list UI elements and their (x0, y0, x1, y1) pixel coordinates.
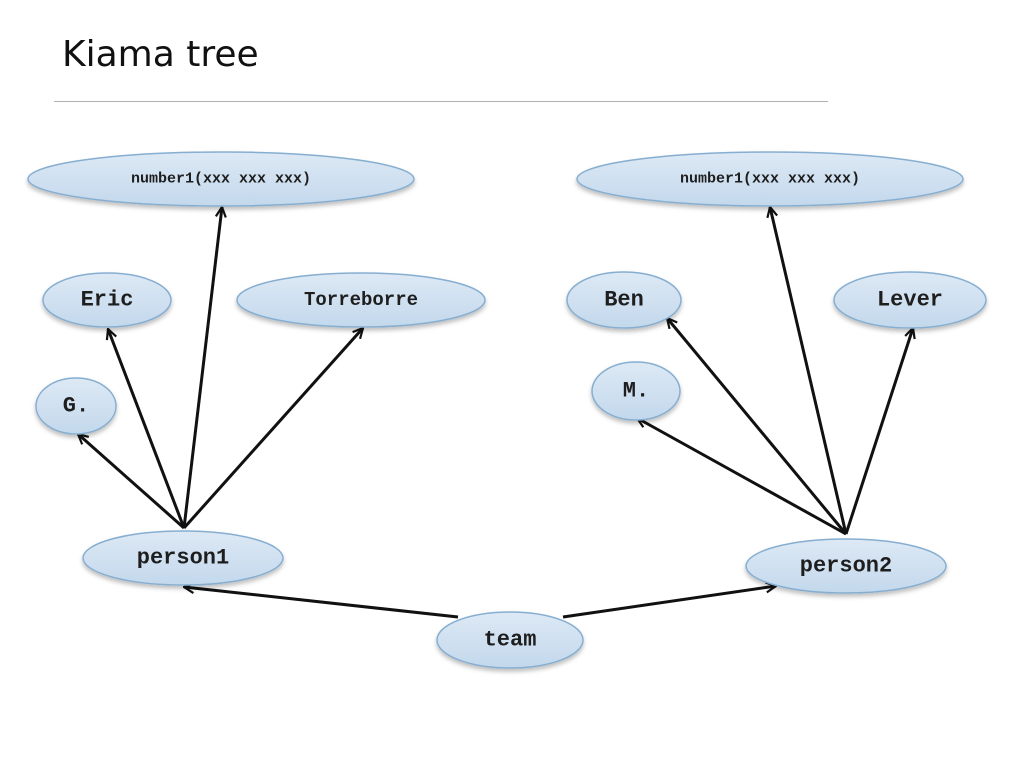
slide-title: Kiama tree (62, 34, 259, 75)
node-lever: Lever (833, 271, 987, 329)
edge-person1-to-num1 (182, 207, 222, 529)
node-person2: person2 (745, 538, 947, 594)
title-divider (54, 101, 828, 102)
node-team-label: team (484, 628, 537, 653)
edge-team-to-person1 (184, 587, 459, 619)
edge-person2-to-lever (844, 328, 913, 535)
node-lever-ellipse (833, 271, 987, 329)
node-ben-ellipse (566, 271, 682, 329)
node-num1-label: number1(xxx xxx xxx) (131, 171, 311, 188)
node-torreborre: Torreborre (236, 272, 486, 328)
node-num2-label: number1(xxx xxx xxx) (680, 171, 860, 188)
edges-layer (78, 207, 913, 619)
node-team-ellipse (436, 611, 584, 669)
node-person2-ellipse (745, 538, 947, 594)
node-person1-ellipse (82, 530, 284, 586)
edge-person1-to-g (78, 434, 185, 530)
node-lever-label: Lever (877, 288, 943, 313)
node-m-ellipse (591, 361, 681, 421)
edge-person2-to-m (637, 416, 847, 536)
nodes-layer: number1(xxx xxx xxx) number1(xxx xxx xxx)… (27, 151, 987, 669)
node-num1-ellipse (27, 151, 415, 207)
node-m: M. (591, 361, 681, 421)
node-person1: person1 (82, 530, 284, 586)
node-g-label: G. (63, 394, 89, 419)
node-g: G. (35, 377, 117, 435)
node-ben: Ben (566, 271, 682, 329)
node-person2-label: person2 (800, 554, 892, 579)
node-person1-label: person1 (137, 546, 229, 571)
node-eric: Eric (42, 272, 172, 328)
node-m-label: M. (623, 379, 649, 404)
node-eric-ellipse (42, 272, 172, 328)
node-team: team (436, 611, 584, 669)
node-torreborre-label: Torreborre (304, 289, 418, 311)
node-torreborre-ellipse (236, 272, 486, 328)
node-num2: number1(xxx xxx xxx) (576, 151, 964, 207)
node-eric-label: Eric (81, 288, 134, 313)
edge-person2-to-num2 (770, 207, 848, 535)
edge-person1-to-torreborre (182, 328, 363, 530)
edge-team-to-person2 (562, 586, 776, 619)
node-num2-ellipse (576, 151, 964, 207)
edge-person1-to-eric (108, 329, 186, 529)
node-ben-label: Ben (604, 288, 644, 313)
node-num1: number1(xxx xxx xxx) (27, 151, 415, 207)
edge-person2-to-ben (667, 318, 848, 535)
node-g-ellipse (35, 377, 117, 435)
